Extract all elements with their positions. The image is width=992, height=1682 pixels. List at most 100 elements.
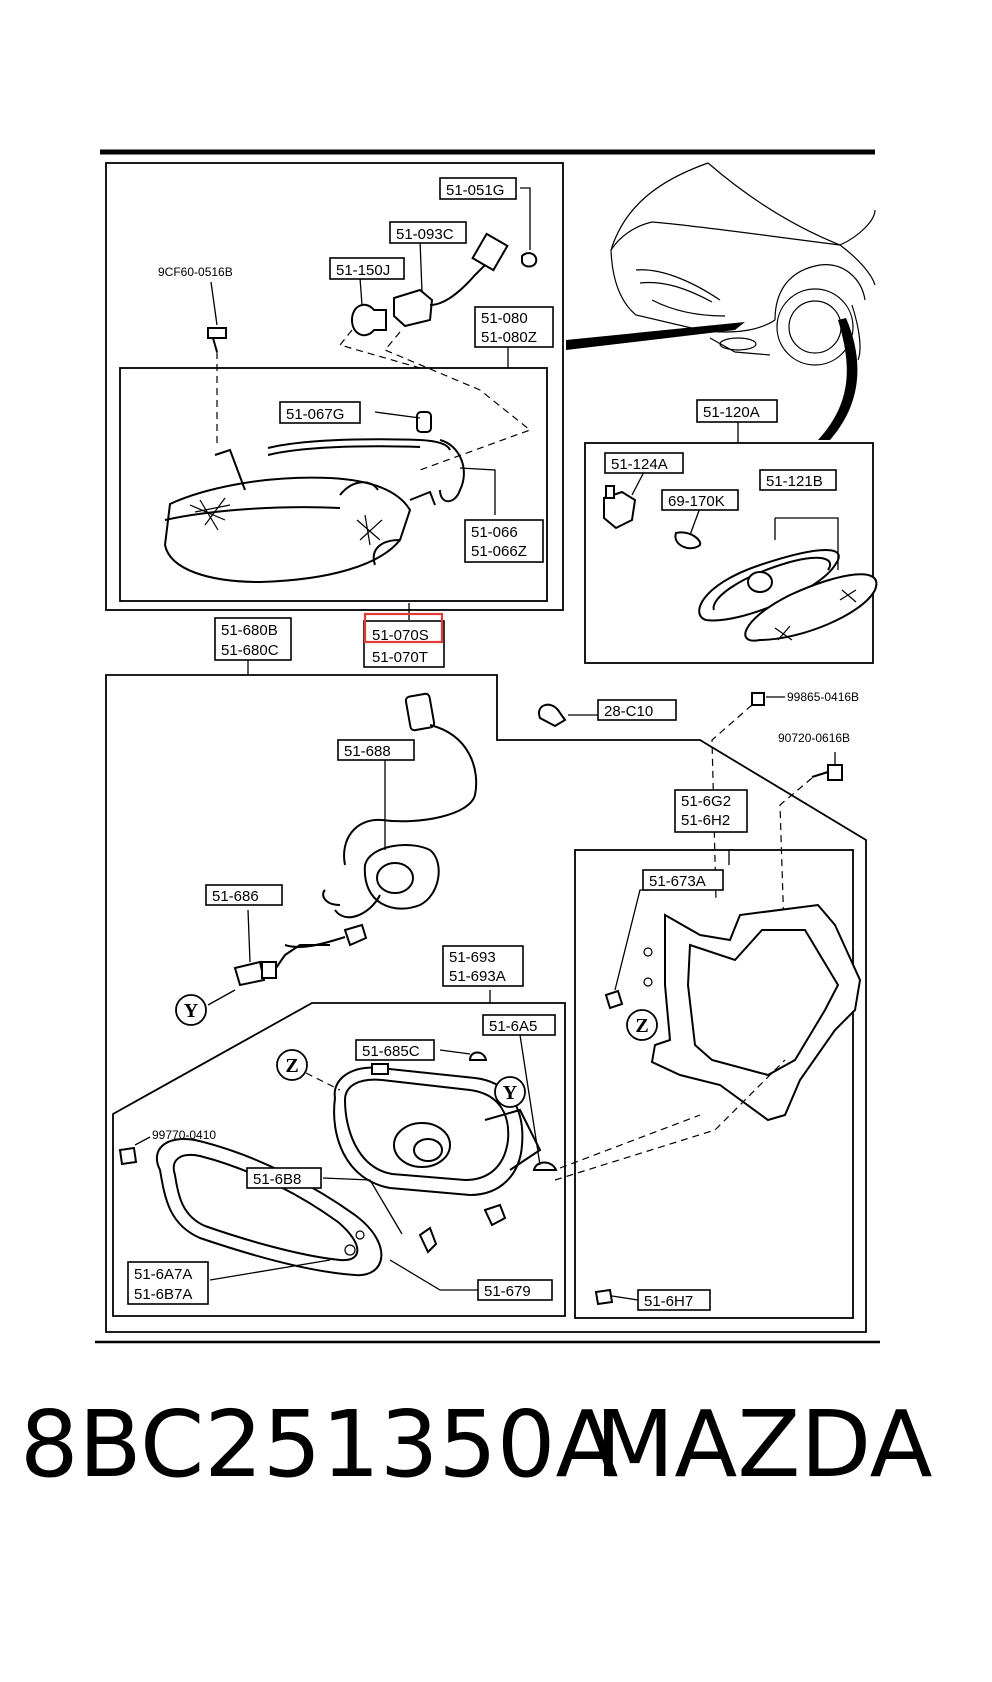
- svg-text:51-066Z: 51-066Z: [471, 543, 527, 560]
- label-51-6a7a: 51-6A7A 51-6B7A: [127, 1261, 209, 1305]
- svg-text:51-051G: 51-051G: [446, 182, 504, 199]
- svg-text:51-693: 51-693: [449, 949, 496, 966]
- bracket-panel: [574, 849, 854, 1319]
- label-51-070s: 51-070S 51-070T: [363, 620, 445, 668]
- dash-fog-to-bracket: [554, 1059, 786, 1181]
- label-9cf60-0516b: 9CF60-0516B: [158, 265, 233, 279]
- headlamp-panel-outer: [105, 162, 564, 611]
- svg-text:51-093C: 51-093C: [396, 226, 454, 243]
- label-69-170k: 69-170K: [661, 489, 739, 511]
- svg-text:51-6B7A: 51-6B7A: [134, 1286, 192, 1303]
- fog-lamp-assembly-panel: [112, 1002, 566, 1317]
- leader-066: [459, 467, 496, 515]
- label-51-066: 51-066 51-066Z: [464, 519, 544, 563]
- label-51-120a: 51-120A: [696, 399, 778, 423]
- svg-text:51-685C: 51-685C: [362, 1043, 420, 1060]
- screw-9cf60: [207, 281, 227, 445]
- label-99770-0410: 99770-0410: [152, 1128, 216, 1142]
- svg-text:69-170K: 69-170K: [668, 493, 725, 510]
- fog-lamp-panel: [105, 674, 867, 1333]
- leader-6a5: [519, 1034, 541, 1166]
- svg-text:51-070S: 51-070S: [372, 627, 429, 644]
- nut-673a: [604, 889, 650, 1010]
- svg-text:51-121B: 51-121B: [766, 473, 823, 490]
- leader-067g: [374, 411, 421, 419]
- svg-text:51-686: 51-686: [212, 888, 259, 905]
- clip-28c10: [538, 703, 600, 728]
- ref-y-top-circle: [175, 994, 207, 1026]
- ref-z-left-circle: [276, 1049, 308, 1081]
- svg-text:51-080: 51-080: [481, 310, 528, 327]
- bulb-150j: [350, 277, 387, 337]
- harness-688: [284, 692, 478, 948]
- label-51-693: 51-693 51-693A: [442, 945, 524, 987]
- ref-y-lamp: Y: [503, 1082, 518, 1104]
- label-51-6g2: 51-6G2 51-6H2: [674, 789, 748, 833]
- label-51-121b: 51-121B: [759, 469, 837, 491]
- label-51-6b8: 51-6B8: [246, 1167, 322, 1189]
- leader-6a7a: [209, 1259, 331, 1281]
- ref-y-lamp-circle: [494, 1076, 526, 1108]
- ref-z-left: Z: [285, 1055, 298, 1077]
- label-51-686: 51-686: [205, 884, 283, 906]
- screw-99770: [118, 1136, 151, 1166]
- svg-text:51-6G2: 51-6G2: [681, 793, 731, 810]
- label-51-124a: 51-124A: [604, 452, 684, 474]
- svg-text:51-6H7: 51-6H7: [644, 1293, 693, 1310]
- bracket-6g2: [643, 850, 862, 1122]
- svg-text:51-6A7A: 51-6A7A: [134, 1266, 192, 1283]
- fog-lamp: [333, 1051, 558, 1254]
- headlamp-assembly: [163, 411, 465, 584]
- bulb-686: [233, 909, 330, 987]
- svg-text:28-C10: 28-C10: [604, 703, 653, 720]
- svg-text:51-680B: 51-680B: [221, 622, 278, 639]
- parts-diagram: Y Z: [95, 149, 880, 1344]
- bolt-90720: [779, 752, 843, 961]
- label-51-093c: 51-093C: [389, 221, 467, 244]
- svg-text:51-6B8: 51-6B8: [253, 1171, 301, 1188]
- part-number: 8BC251350A: [20, 1391, 619, 1498]
- label-51-679: 51-679: [477, 1279, 553, 1301]
- ref-z-right-circle: [626, 1009, 658, 1041]
- clip-051g: [520, 187, 538, 268]
- svg-text:51-679: 51-679: [484, 1283, 531, 1300]
- headlamp-panel-inner: [119, 367, 548, 602]
- dash-path-headlamp: [338, 329, 532, 471]
- label-90720-0616b: 90720-0616B: [778, 731, 850, 745]
- car-front-sketch: [566, 162, 876, 440]
- gasket-6a7a: [155, 1138, 383, 1277]
- svg-text:51-080Z: 51-080Z: [481, 329, 537, 346]
- label-51-080: 51-080 51-080Z: [474, 306, 554, 348]
- svg-text:51-070T: 51-070T: [372, 649, 428, 666]
- ref-y-top-marker: [207, 989, 236, 1006]
- label-51-150j: 51-150J: [329, 257, 405, 280]
- highlight-box-51-070s: [363, 612, 444, 644]
- label-51-067g: 51-067G: [279, 401, 361, 424]
- svg-text:51-688: 51-688: [344, 743, 391, 760]
- leader-679: [389, 1259, 478, 1291]
- label-51-688: 51-688: [337, 739, 415, 761]
- svg-text:51-673A: 51-673A: [649, 873, 706, 890]
- side-marker-parts: [603, 422, 878, 642]
- label-99865-0416b: 99865-0416B: [787, 690, 859, 704]
- svg-text:51-066: 51-066: [471, 524, 518, 541]
- label-51-6a5: 51-6A5: [482, 1014, 556, 1036]
- svg-text:51-067G: 51-067G: [286, 406, 344, 423]
- side-marker-panel: [584, 442, 874, 664]
- svg-text:51-680C: 51-680C: [221, 642, 279, 659]
- svg-text:51-124A: 51-124A: [611, 456, 668, 473]
- label-51-680b: 51-680B 51-680C: [214, 617, 292, 661]
- svg-text:51-693A: 51-693A: [449, 968, 506, 985]
- bolt-99865: [711, 692, 785, 901]
- label-51-051g: 51-051G: [439, 177, 517, 200]
- bolt-6h7: [594, 1288, 639, 1306]
- label-51-673a: 51-673A: [642, 869, 724, 891]
- label-51-685c: 51-685C: [355, 1039, 435, 1061]
- socket-093c: [393, 232, 509, 328]
- label-51-6h7: 51-6H7: [637, 1289, 711, 1311]
- svg-text:51-6H2: 51-6H2: [681, 812, 730, 829]
- ref-y-top: Y: [184, 1000, 199, 1022]
- leader-6b8: [322, 1177, 403, 1235]
- ref-z-left-marker: [305, 1072, 341, 1091]
- label-28-c10: 28-C10: [597, 699, 677, 721]
